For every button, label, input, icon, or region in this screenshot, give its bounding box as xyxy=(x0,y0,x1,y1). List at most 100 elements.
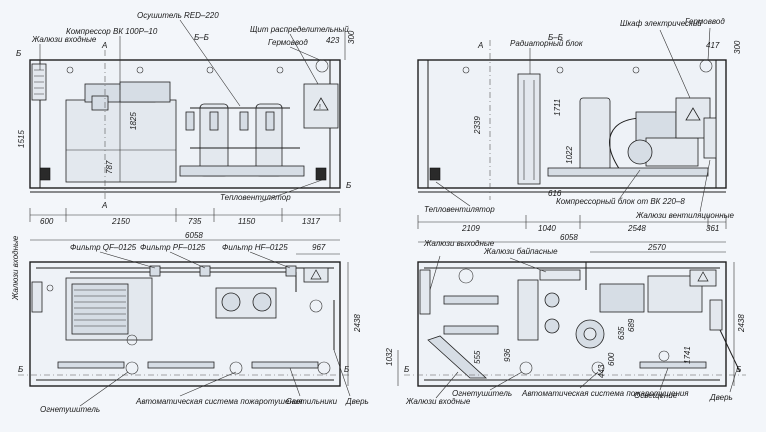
label-radiator: Радиаторный блок xyxy=(510,39,584,48)
dim-443: 443 xyxy=(597,364,606,378)
dim-735: 735 xyxy=(188,217,202,226)
label-filter-qf: Фильтр QF–0125 xyxy=(70,243,137,252)
label-extinguisher: Огнетушитель xyxy=(40,405,100,414)
section-mark-front: Б–Б xyxy=(194,33,209,42)
dim-1741: 1741 xyxy=(683,346,692,364)
dim-555: 555 xyxy=(473,350,482,364)
heater-left xyxy=(39,167,51,181)
heater-right xyxy=(315,167,327,181)
dim-787: 787 xyxy=(105,160,114,174)
dim-6058-plan: 6058 xyxy=(560,233,578,242)
dim-2438-right: 2438 xyxy=(737,314,746,333)
extinguisher-right-icon xyxy=(519,361,533,375)
label-louvers-vent: Жалюзи вентиляционные xyxy=(635,211,735,220)
label-compressor: Компрессор ВК 100Р–10 xyxy=(66,27,158,36)
dim-1150: 1150 xyxy=(238,217,256,226)
dim-635: 635 xyxy=(617,326,626,340)
label-filter-hf: Фильтр HF–0125 xyxy=(222,243,288,252)
dim-2150: 2150 xyxy=(111,217,130,226)
dim-600-right: 600 xyxy=(607,352,616,366)
dim-2109: 2109 xyxy=(461,224,480,233)
dim-1032: 1032 xyxy=(385,348,394,366)
dim-616: 616 xyxy=(548,189,562,198)
label-extinguisher-right: Огнетушитель xyxy=(452,389,512,398)
label-panel: Щит распределительный xyxy=(250,25,349,34)
motor-plan xyxy=(647,275,703,313)
dim-2339: 2339 xyxy=(473,116,482,135)
svg-text:!: ! xyxy=(319,104,321,111)
label-fire-system: Автоматическая система пожаротушения xyxy=(135,397,303,406)
radiator-plan xyxy=(517,279,539,341)
dim-361: 361 xyxy=(706,224,719,233)
lamp-3 xyxy=(251,361,319,369)
dim-1825: 1825 xyxy=(129,112,138,130)
compressor-body xyxy=(65,99,177,183)
dim-936: 936 xyxy=(503,348,512,362)
fire-sensor-right-icon xyxy=(458,268,474,284)
hermetic-entry-icon xyxy=(315,59,329,73)
mark-b-plan-right-left: Б xyxy=(404,365,409,374)
dim-1711: 1711 xyxy=(553,99,562,116)
mark-a-side: А xyxy=(477,41,483,50)
label-heater: Тепловентилятор xyxy=(220,193,291,202)
label-filter-pf: Фильтр PF–0125 xyxy=(140,243,206,252)
dim-1040: 1040 xyxy=(538,224,556,233)
mark-a-top: А xyxy=(101,41,107,50)
label-comp-block: Компрессорный блок от ВК 220–8 xyxy=(556,197,685,206)
label-heater-side: Тепловентилятор xyxy=(424,205,495,214)
mark-b-left: Б xyxy=(16,49,21,58)
lamp-2 xyxy=(147,361,215,369)
warning-icon-side xyxy=(685,107,701,121)
plan-left: Б Б Фильтр QF–0125 Фильтр PF–0125 Фильтр… xyxy=(11,235,369,414)
lighting-lamp xyxy=(639,361,707,369)
front-view: ! А А Жалюзи входные Компрессор ВК 100Р–… xyxy=(16,11,356,241)
label-cabinet: Шкаф электрический xyxy=(620,19,702,28)
dim-2570: 2570 xyxy=(647,243,666,252)
label-louvers-in-right: Жалюзи входные xyxy=(405,397,471,406)
mark-b-plan-left: Б xyxy=(18,365,23,374)
label-louvers-in: Жалюзи входные xyxy=(31,35,97,44)
compressor-grille xyxy=(71,283,129,335)
louvers-plan-left xyxy=(31,281,43,313)
dim-600: 600 xyxy=(40,217,54,226)
label-dryer: Осушитель RED–220 xyxy=(137,11,219,20)
mark-b-plan-right: Б xyxy=(344,365,349,374)
label-fire-system-right: Автоматическая система пожаротушения xyxy=(521,389,689,398)
side-view: А Б–Б Радиаторный блок Шкаф электрически… xyxy=(417,17,742,233)
oil-separator xyxy=(579,97,611,173)
compressor-block xyxy=(635,111,677,143)
label-lamps: Светильники xyxy=(286,397,338,406)
mark-a-bottom: А xyxy=(101,201,107,210)
dim-417: 417 xyxy=(706,41,720,50)
label-hermetic: Гермоввод xyxy=(268,38,308,47)
section-mark-side: Б–Б xyxy=(548,33,563,42)
dim-1317: 1317 xyxy=(302,217,320,226)
dim-300: 300 xyxy=(347,30,356,44)
heater-side xyxy=(429,167,441,181)
hermetic-entry-side-icon xyxy=(699,59,713,73)
dim-423: 423 xyxy=(326,36,340,45)
fire-nozzle-icon xyxy=(229,361,243,375)
dim-2548: 2548 xyxy=(627,224,646,233)
dim-967: 967 xyxy=(312,243,326,252)
dim-689: 689 xyxy=(627,318,636,332)
dim-1022: 1022 xyxy=(565,146,574,164)
dim-6058-front: 6058 xyxy=(185,231,203,240)
plan-right: 6058 2570 Б Б Жалюзи вых xyxy=(385,233,746,406)
dim-2438-left: 2438 xyxy=(353,314,362,333)
extinguisher-icon xyxy=(125,361,139,375)
dim-300-side: 300 xyxy=(733,40,742,54)
label-louvers-bypass: Жалюзи байпасные xyxy=(483,247,558,256)
warning-icon-plan xyxy=(310,269,322,280)
label-hermetic-side: Гермоввод xyxy=(685,17,725,26)
distribution-panel xyxy=(303,83,339,129)
radiator-block xyxy=(517,73,541,185)
comp-block-plan xyxy=(599,283,645,313)
motor xyxy=(645,137,699,167)
louvers-out-plan xyxy=(419,269,431,315)
warning-icon xyxy=(313,97,329,111)
label-louvers-plan: Жалюзи входные xyxy=(11,235,20,301)
label-door-right: Дверь xyxy=(709,393,733,402)
